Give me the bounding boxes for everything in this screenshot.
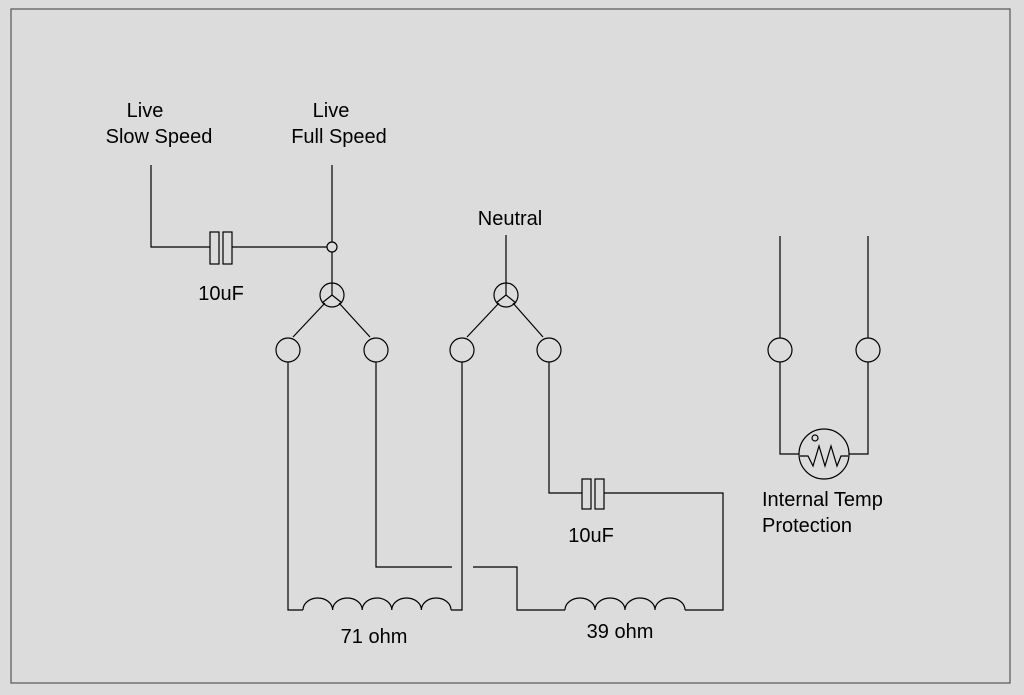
left-terminal-block [275, 282, 389, 363]
live-full-label-line1: Live [313, 100, 350, 122]
terminal-6 [855, 337, 881, 363]
junction-node [326, 241, 338, 253]
thermal-switch-icon [798, 428, 850, 480]
terminal-1 [275, 337, 301, 363]
capacitor-bottom-icon [581, 478, 605, 510]
live-slow-label-line2: Slow Speed [106, 126, 213, 148]
terminal-3 [449, 337, 475, 363]
terminal-4 [536, 337, 562, 363]
terminal-5 [767, 337, 793, 363]
winding-wiring [287, 362, 724, 611]
coil-71-ohm-icon [302, 597, 452, 611]
neutral-label: Neutral [478, 208, 542, 230]
coil-71-ohm-label: 71 ohm [341, 626, 408, 648]
capacitor-top-label: 10uF [198, 283, 244, 305]
protection-label-line1: Internal Temp [762, 489, 883, 511]
terminal-2 [363, 337, 389, 363]
live-full-label-line2: Full Speed [291, 126, 387, 148]
capacitor-top-icon [209, 231, 233, 265]
live-input-wiring [150, 165, 338, 283]
capacitor-bottom-label: 10uF [568, 525, 614, 547]
live-slow-label-line1: Live [127, 100, 164, 122]
coil-39-ohm-icon [564, 597, 686, 611]
protection-label-line2: Protection [762, 515, 852, 537]
neutral-terminal-block [449, 235, 562, 363]
coil-39-ohm-label: 39 ohm [587, 621, 654, 643]
temp-protection-circuit [767, 236, 881, 455]
diagram-frame [10, 8, 1011, 684]
